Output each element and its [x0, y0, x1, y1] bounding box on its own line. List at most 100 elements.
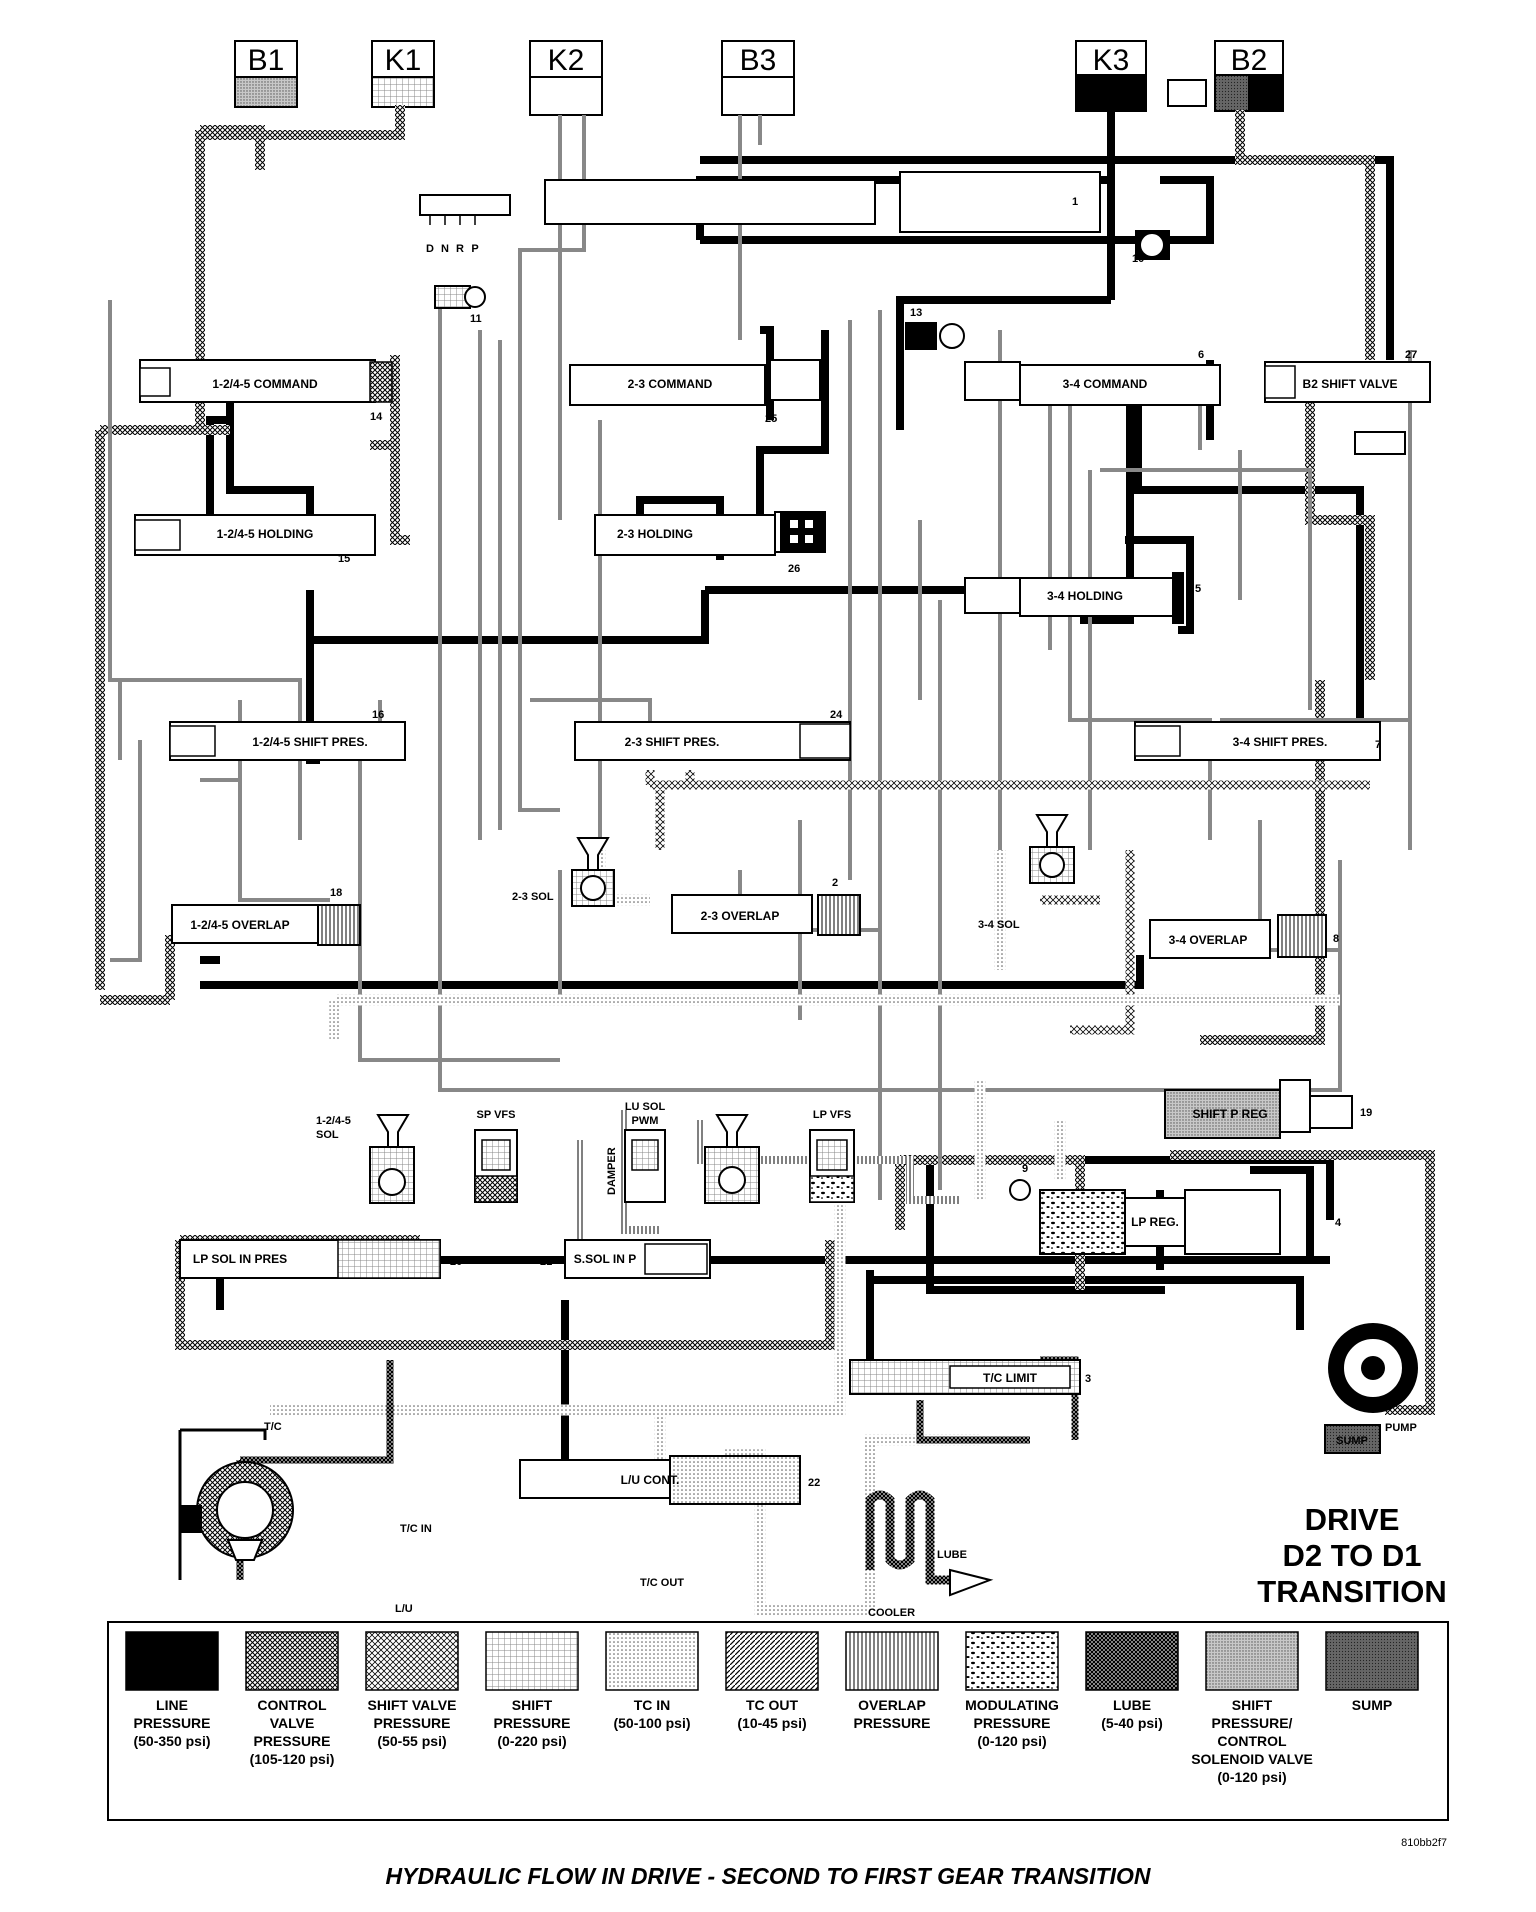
legend-swatch	[605, 1631, 699, 1691]
selector-n: N	[441, 243, 449, 255]
legend-caption-line: PRESSURE	[493, 1715, 570, 1731]
valve-23-command: 2-3 COMMAND 25	[569, 359, 821, 425]
legend-caption-line: (0-220 psi)	[497, 1733, 566, 1749]
valve-34-overlap: 3-4 OVERLAP 8	[1149, 914, 1339, 959]
clutch-b1-label: B1	[248, 44, 285, 77]
damper-label: DAMPER	[606, 1147, 618, 1195]
legend-caption-line: SHIFT	[1232, 1697, 1273, 1713]
legend-caption-line: (0-120 psi)	[1217, 1769, 1286, 1785]
clutch-k2: K2	[529, 40, 603, 116]
valve-34-shift-pres: 3-4 SHIFT PRES. 7	[1134, 721, 1381, 761]
legend-item: LUBE(5-40 psi)	[1085, 1631, 1179, 1731]
check-ball-9	[1009, 1179, 1031, 1201]
legend-swatch	[125, 1631, 219, 1691]
legend-swatch	[485, 1631, 579, 1691]
pump: PUMP SUMP	[1324, 1323, 1418, 1454]
valve-34-overlap-label: 3-4 OVERLAP	[1169, 933, 1248, 947]
valve-b2-shift: B2 SHIFT VALVE 27	[1264, 349, 1431, 455]
valve-1245-command: 1-2/4-5 COMMAND 14	[139, 359, 393, 423]
legend-caption-line: TC OUT	[746, 1697, 799, 1713]
legend-caption-line: SHIFT	[512, 1697, 553, 1713]
valve-number-18: 18	[330, 887, 342, 899]
valve-number-7: 7	[1375, 739, 1381, 751]
valve-lp-reg: LP REG. 4 9	[1009, 1163, 1342, 1255]
valve-23-shift-pres: 2-3 SHIFT PRES. 24	[574, 709, 851, 761]
legend-caption-line: PRESSURE	[373, 1715, 450, 1731]
legend-caption-line: SHIFT VALVE	[368, 1697, 457, 1713]
cooler-label: COOLER	[868, 1607, 915, 1619]
valve-number-24: 24	[830, 709, 843, 721]
valve-23-shift-pres-label: 2-3 SHIFT PRES.	[625, 735, 720, 749]
legend-swatch	[245, 1631, 339, 1691]
legend-caption-line: SOLENOID VALVE	[1191, 1751, 1313, 1767]
valve-34-command: 3-4 COMMAND 6	[964, 349, 1221, 406]
b2-accumulator	[1167, 79, 1207, 107]
valve-1245-command-label: 1-2/4-5 COMMAND	[212, 377, 318, 391]
valve-number-6: 6	[1198, 349, 1204, 361]
legend-caption-line: (50-100 psi)	[613, 1715, 690, 1731]
valve-23-overlap-label: 2-3 OVERLAP	[701, 909, 780, 923]
legend-caption-line: MODULATING	[965, 1697, 1059, 1713]
tc-out-label: T/C OUT	[640, 1577, 684, 1589]
solenoid-lp-vfs: LP VFS	[809, 1109, 855, 1203]
selector-p: P	[471, 243, 478, 255]
clutch-b3: B3	[721, 40, 795, 116]
legend-caption-line: PRESSURE	[853, 1715, 930, 1731]
legend-caption-line: LINE	[156, 1697, 188, 1713]
legend-caption-line: PRESSURE/	[1212, 1715, 1293, 1731]
check-ball-13: 13	[905, 307, 965, 350]
valve-1245-shift-pres: 1-2/4-5 SHIFT PRES. 16	[169, 709, 406, 761]
valve-s-sol-in-p-label: S.SOL IN P	[574, 1252, 636, 1266]
valve-1245-holding-label: 1-2/4-5 HOLDING	[217, 527, 314, 541]
legend-swatch	[1205, 1631, 1299, 1691]
legend-swatch	[1325, 1631, 1419, 1691]
selector-r: R	[456, 243, 464, 255]
solenoid-lu-pwm: LU SOL PWM DAMPER	[606, 1101, 666, 1203]
figure-caption: HYDRAULIC FLOW IN DRIVE - SECOND TO FIRS…	[386, 1863, 1151, 1889]
legend-caption-line: (10-45 psi)	[737, 1715, 806, 1731]
valve-34-holding-label: 3-4 HOLDING	[1047, 589, 1123, 603]
valve-number-13: 13	[910, 307, 922, 319]
valve-number-27: 27	[1405, 349, 1417, 361]
valve-1245-shift-pres-label: 1-2/4-5 SHIFT PRES.	[252, 735, 367, 749]
legend-swatch	[965, 1631, 1059, 1691]
solenoid-23: 2-3 SOL	[512, 837, 615, 907]
valve-number-8: 8	[1333, 933, 1339, 945]
solenoid-34: 3-4 SOL	[978, 814, 1075, 931]
valve-shift-p-reg-label: SHIFT P REG	[1192, 1107, 1267, 1121]
valve-s-sol-in-p: S.SOL IN P 21	[540, 1239, 711, 1279]
legend-swatch	[845, 1631, 939, 1691]
lu-label: L/U	[395, 1603, 413, 1615]
legend-caption-line: PRESSURE	[253, 1733, 330, 1749]
check-ball-11: 11	[434, 285, 486, 325]
legend-caption-line: (50-350 psi)	[133, 1733, 210, 1749]
legend-caption-line: (5-40 psi)	[1101, 1715, 1162, 1731]
valve-shift-p-reg: SHIFT P REG 19	[1164, 1079, 1372, 1139]
legend-caption-line: PRESSURE	[133, 1715, 210, 1731]
legend-item: LINE PRESSURE (50-350 psi)	[125, 1631, 219, 1749]
valve-number-25: 25	[765, 413, 777, 425]
valve-34-command-label: 3-4 COMMAND	[1063, 377, 1148, 391]
sump	[1324, 1424, 1381, 1454]
valve-23-command-label: 2-3 COMMAND	[628, 377, 713, 391]
clutch-b2-label: B2	[1231, 44, 1268, 77]
legend-caption-line: (105-120 psi)	[250, 1751, 335, 1767]
legend-item: TC IN(50-100 psi)	[605, 1631, 699, 1731]
solenoid-1245-label-b: SOL	[316, 1129, 339, 1141]
clutch-b3-label: B3	[740, 44, 777, 77]
valve-1245-overlap: 1-2/4-5 OVERLAP 18	[171, 887, 361, 946]
legend-item: SHIFT PRESSURE (0-220 psi)	[485, 1631, 579, 1749]
title-line-1: DRIVE	[1305, 1502, 1400, 1537]
lube-label: LUBE	[937, 1549, 967, 1561]
valve-lp-sol-in-pres: LP SOL IN PRES 20	[179, 1239, 462, 1279]
shift-valve-pressure-circuit	[645, 770, 1370, 1035]
clutch-k1: K1	[371, 40, 435, 108]
manual-valve: D N R P 1	[419, 171, 1101, 255]
valve-number-3: 3	[1085, 1373, 1091, 1385]
b2-check	[1354, 431, 1406, 455]
